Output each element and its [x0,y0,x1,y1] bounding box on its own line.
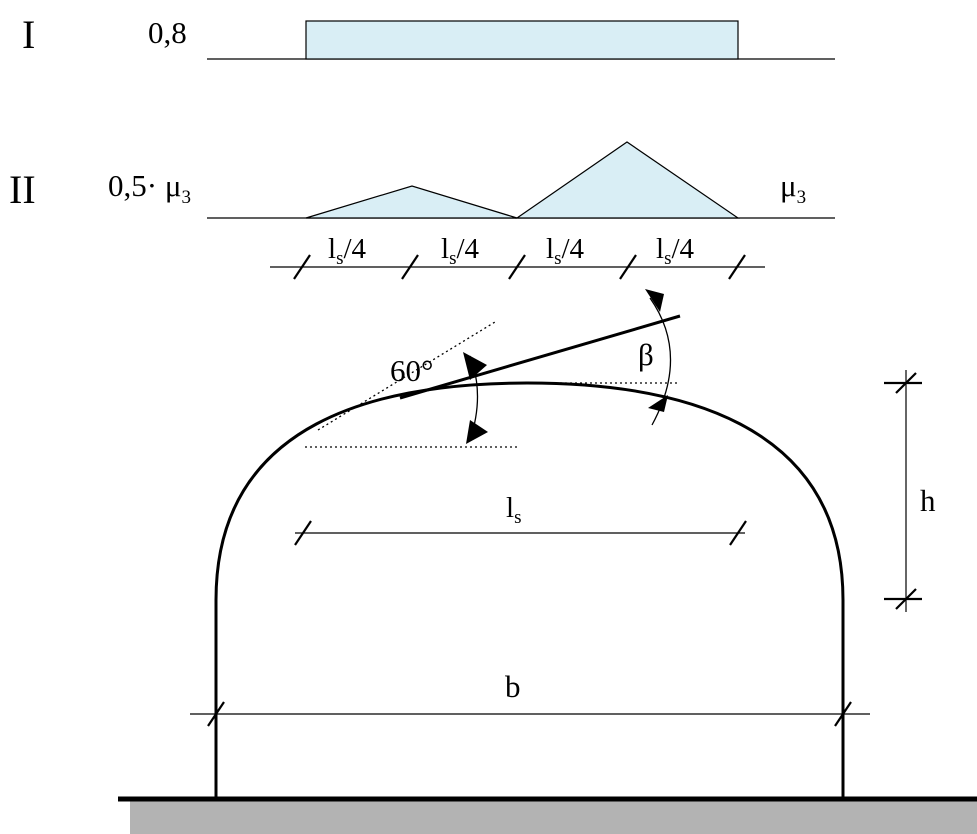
width-tick-left [207,701,225,727]
case-2-right-value: μ3 [780,168,806,208]
quarter-tick-5 [728,254,746,280]
quarter-tick-2 [401,254,419,280]
quarter-label-4: ls/4 [656,233,695,269]
sixty-degree-label: 60° [390,353,433,388]
case-2-left-value: 0,5· μ3 [108,168,191,208]
quarter-tick-4 [619,254,637,280]
case-1-value: 0,8 [148,15,187,50]
quarter-tick-3 [508,254,526,280]
beta-arrow-top [645,289,664,312]
beta-label: β [638,337,654,372]
arched-roof-outline [214,381,845,798]
span-label: ls [506,492,521,528]
span-tick-right [729,520,747,546]
quarter-label-1: ls/4 [328,233,367,269]
quarter-label-2: ls/4 [441,233,480,269]
quarter-label-3: ls/4 [546,233,585,269]
span-tick-left [294,520,312,546]
height-tick-top-slash [895,372,917,394]
width-label: b [505,669,521,704]
sixty-degree-arrow-bottom [466,420,488,444]
beta-arrow-bottom [648,395,668,412]
height-tick-bottom-slash [895,588,917,610]
height-label: h [920,483,936,518]
quarter-tick-1 [293,254,311,280]
case-1-label: I [22,12,35,57]
case-2-right-triangle-load [515,141,740,219]
width-tick-right [834,701,852,727]
sixty-degree-arrow-top [463,352,487,380]
case-2-left-triangle-load [305,185,518,219]
beta-tangent-line [399,314,681,400]
case-2-label: II [9,167,36,212]
ground-fill [130,801,977,834]
case-1-uniform-load [305,20,739,60]
